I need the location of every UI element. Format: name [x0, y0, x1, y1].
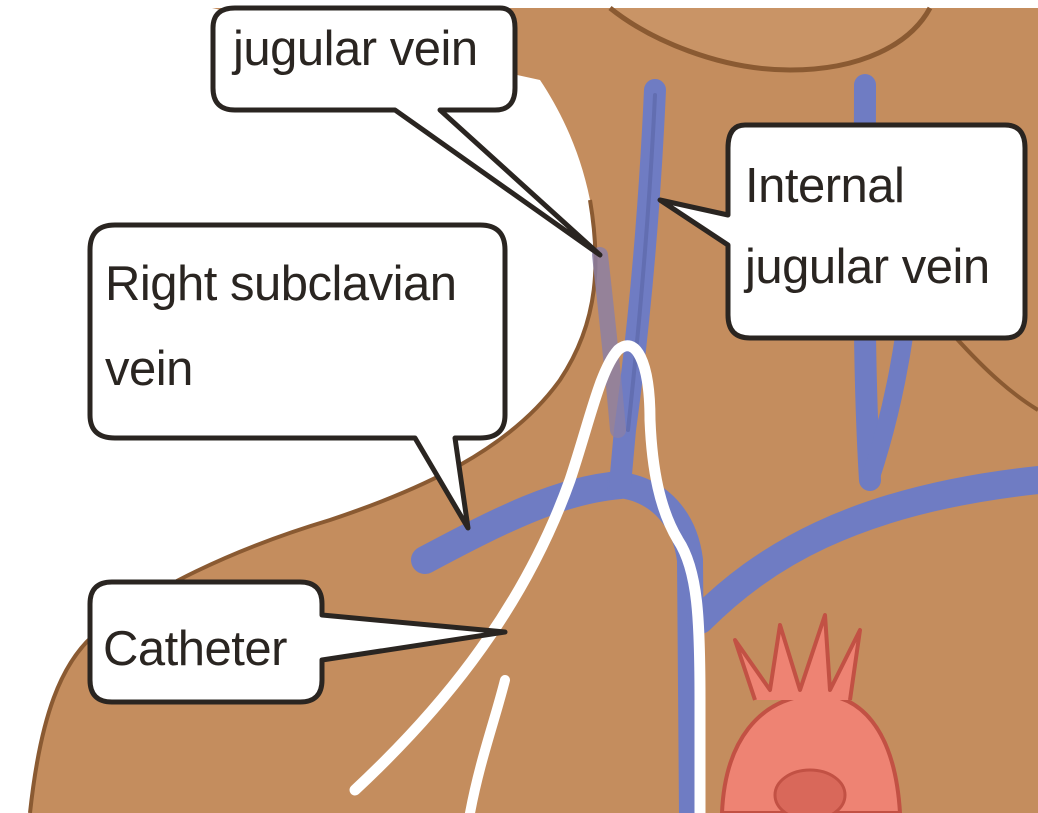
internal-jugular-label-line2: jugular vein	[743, 240, 990, 294]
catheter-label: Catheter	[103, 622, 287, 676]
internal-jugular-label-line1: Internal	[745, 159, 904, 213]
subclavian-callout: Right subclavian vein	[90, 225, 505, 528]
subclavian-label-line2: vein	[105, 342, 193, 396]
subclavian-label-line1: Right subclavian	[105, 257, 457, 311]
external-jugular-label: jugular vein	[231, 22, 478, 76]
